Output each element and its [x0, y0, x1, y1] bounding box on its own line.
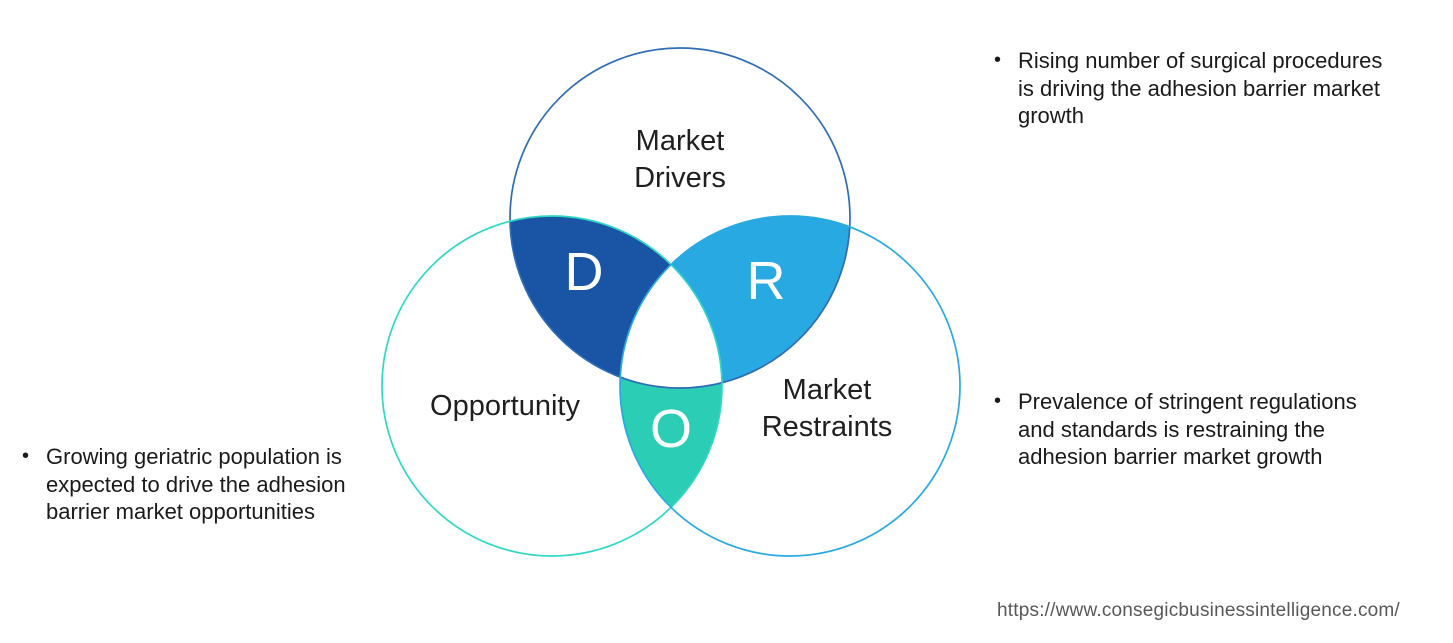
drivers-label-line1: Market — [636, 125, 725, 157]
restraint-note-line: adhesion barrier market growth — [1018, 444, 1323, 469]
opportunity-letter: O — [650, 399, 692, 459]
drivers-letter: D — [565, 242, 604, 302]
opportunity-note-line: Growing geriatric population is — [46, 444, 342, 469]
opportunity-note: • Growing geriatric population is expect… — [22, 443, 346, 526]
opportunity-label: Opportunity — [430, 390, 580, 422]
driver-note-line: Rising number of surgical procedures — [1018, 48, 1383, 73]
driver-note: • Rising number of surgical procedures i… — [994, 47, 1382, 130]
driver-note-text: Rising number of surgical procedures is … — [1018, 47, 1382, 130]
driver-note-line: is driving the adhesion barrier market — [1018, 75, 1380, 101]
bullet-icon: • — [22, 445, 30, 467]
bullet-icon: • — [994, 390, 1002, 412]
restraints-circle — [619, 215, 961, 557]
restraints-letter: R — [747, 251, 786, 311]
restraint-note-line: and standards is restraining the — [1018, 416, 1325, 442]
driver-note-line: growth — [1018, 103, 1085, 128]
drivers-circle — [509, 47, 851, 389]
restraint-note-text: Prevalence of stringent regulations and … — [1018, 388, 1357, 471]
restraints-label-line1: Market — [783, 374, 872, 406]
bullet-icon: • — [994, 49, 1002, 71]
opportunity-circle — [381, 215, 723, 557]
restraints-label-line2: Restraints — [762, 411, 893, 443]
opportunity-note-line: barrier market opportunities — [46, 499, 316, 524]
restraint-note-line: Prevalence of stringent regulations — [1018, 389, 1357, 414]
opportunity-note-line: expected to drive the adhesion — [46, 471, 346, 497]
restraint-note: • Prevalence of stringent regulations an… — [994, 388, 1357, 471]
opportunity-note-text: Growing geriatric population is expected… — [46, 443, 346, 526]
source-url: https://www.consegicbusinessintelligence… — [997, 600, 1400, 621]
drivers-label-line2: Drivers — [634, 162, 726, 194]
opportunity-lens — [382, 216, 722, 556]
